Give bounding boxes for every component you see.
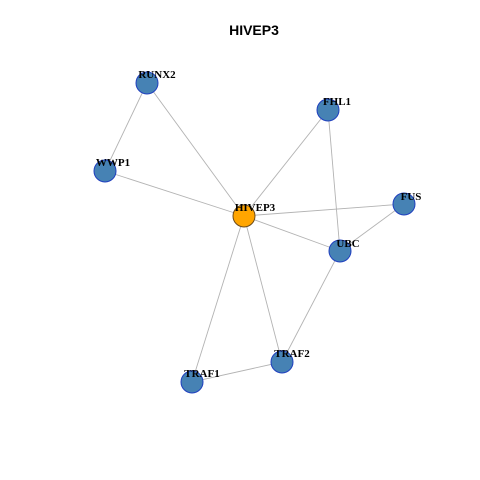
node-label: TRAF2 xyxy=(274,348,310,360)
node-hivep3[interactable]: HIVEP3 xyxy=(232,202,276,228)
node-label: RUNX2 xyxy=(138,69,176,81)
node-circle[interactable] xyxy=(392,192,416,216)
node-circle[interactable] xyxy=(180,370,204,394)
edge-hivep3-traf1 xyxy=(191,215,245,383)
node-circle[interactable] xyxy=(328,239,352,263)
node-label: FHL1 xyxy=(323,96,351,108)
node-label: HIVEP3 xyxy=(235,202,276,214)
edge-hivep3-wwp1 xyxy=(104,170,245,217)
node-label: UBC xyxy=(336,238,359,250)
node-circle[interactable] xyxy=(316,98,340,122)
node-ubc[interactable]: UBC xyxy=(328,238,360,263)
edges-layer xyxy=(104,82,405,383)
node-runx2[interactable]: RUNX2 xyxy=(135,69,176,95)
node-wwp1[interactable]: WWP1 xyxy=(93,157,130,183)
node-traf2[interactable]: TRAF2 xyxy=(270,348,310,374)
node-traf1[interactable]: TRAF1 xyxy=(180,368,220,394)
edge-hivep3-fus xyxy=(243,203,405,217)
node-circle[interactable] xyxy=(270,350,294,374)
edge-hivep3-traf2 xyxy=(243,215,283,363)
node-label: TRAF1 xyxy=(184,368,219,380)
edge-runx2-wwp1 xyxy=(104,82,148,172)
edge-fus-ubc xyxy=(339,203,405,252)
node-circle[interactable] xyxy=(93,159,117,183)
node-fus[interactable]: FUS xyxy=(392,191,422,216)
edge-hivep3-fhl1 xyxy=(243,109,329,217)
edge-hivep3-ubc xyxy=(243,215,341,252)
node-fhl1[interactable]: FHL1 xyxy=(316,96,351,122)
node-circle[interactable] xyxy=(135,71,159,95)
edge-fhl1-ubc xyxy=(327,109,341,252)
node-label: FUS xyxy=(401,191,422,203)
edge-traf2-traf1 xyxy=(191,361,283,383)
node-label: WWP1 xyxy=(96,157,130,169)
edge-hivep3-runx2 xyxy=(146,82,245,217)
edge-ubc-traf2 xyxy=(281,250,341,363)
node-circle[interactable] xyxy=(232,204,256,228)
graph-title: HIVEP3 xyxy=(229,22,279,38)
